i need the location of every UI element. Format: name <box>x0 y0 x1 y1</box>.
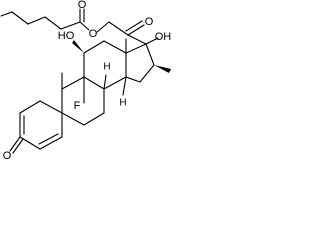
hexanoyl-carbonyl-oxygen-label: O <box>78 0 87 11</box>
ring-a-bond-c3-c4 <box>39 136 63 150</box>
ring-c-bonds <box>83 40 127 90</box>
hexanoyl-chain-bond-2 <box>44 16 62 30</box>
hexanoyl-chain-bond-3 <box>27 16 46 25</box>
c14-hydrogen-label: H <box>119 98 126 109</box>
c8-hydrogen-bond <box>103 74 107 90</box>
c14-hydrogen-bond <box>122 76 127 96</box>
c3-ketone-bond-2 <box>12 138 24 154</box>
c11-hydroxyl-wedge <box>72 40 84 53</box>
c21-ester-oxygen-bond <box>96 21 110 33</box>
c17-hydroxyl-bond <box>145 37 159 45</box>
ring-fusion-hydrogens: H H <box>103 62 126 109</box>
hexanoyl-chain-bond-4 <box>11 11 29 25</box>
c20-ketone-oxygen-label: O <box>145 16 154 28</box>
ring-a-double-bond-c4-c5-inner <box>38 133 59 145</box>
ring-d-bond-c17-c16 <box>145 43 155 66</box>
c16-methyl-wedge <box>154 65 171 73</box>
ring-b-bonds <box>61 76 105 126</box>
ring-d-bond-c16-c15 <box>139 64 155 83</box>
ester-oxygen-carbonyl-bond <box>79 21 90 31</box>
c20-ketone-bond-2 <box>125 20 143 32</box>
hexanoate-chain: O <box>0 0 90 31</box>
ring-b-bond-c5-c6 <box>61 112 85 126</box>
c17-hydroxyl-label: OH <box>155 31 172 43</box>
c9-hydrogen-label: H <box>103 62 110 73</box>
fluorine-label: F <box>74 100 81 112</box>
ring-b-bond-c8-c9 <box>83 76 105 90</box>
ring-a-bonds <box>19 100 63 150</box>
c17-c20-bond <box>127 34 147 45</box>
ring-c-bond-c14-c8 <box>103 76 127 90</box>
ring-d-bonds <box>125 43 155 83</box>
ring-a-bond-c10-c1 <box>19 100 41 114</box>
c20-ketone-bond-1 <box>127 24 145 36</box>
c11-hydroxyl-label: HO <box>58 30 75 42</box>
ring-b-bond-c6-c7 <box>83 112 105 126</box>
ring-a-bond-c5-c10 <box>39 100 63 114</box>
ring-c-bond-c11-c12 <box>83 40 105 54</box>
c3-ketone-bond-1 <box>9 136 21 152</box>
ring-d-bond-c15-c14 <box>125 76 141 83</box>
ring-c-bond-c12-c13 <box>103 40 127 54</box>
ring-b-bond-c9-c10 <box>61 76 85 90</box>
c3-ketone-oxygen-label: O <box>3 150 12 162</box>
hexanoyl-chain-bond-1 <box>60 21 81 30</box>
ring-d-bond-c13-c17 <box>125 43 147 54</box>
ester-oxygen-label: O <box>89 28 98 40</box>
chemical-structure-diagram: O F HO OH O O <box>0 0 172 162</box>
c20-c21-bond <box>108 21 129 36</box>
c3-ketone: O <box>3 136 24 162</box>
hexanoyl-chain-bond-5 <box>0 11 13 17</box>
